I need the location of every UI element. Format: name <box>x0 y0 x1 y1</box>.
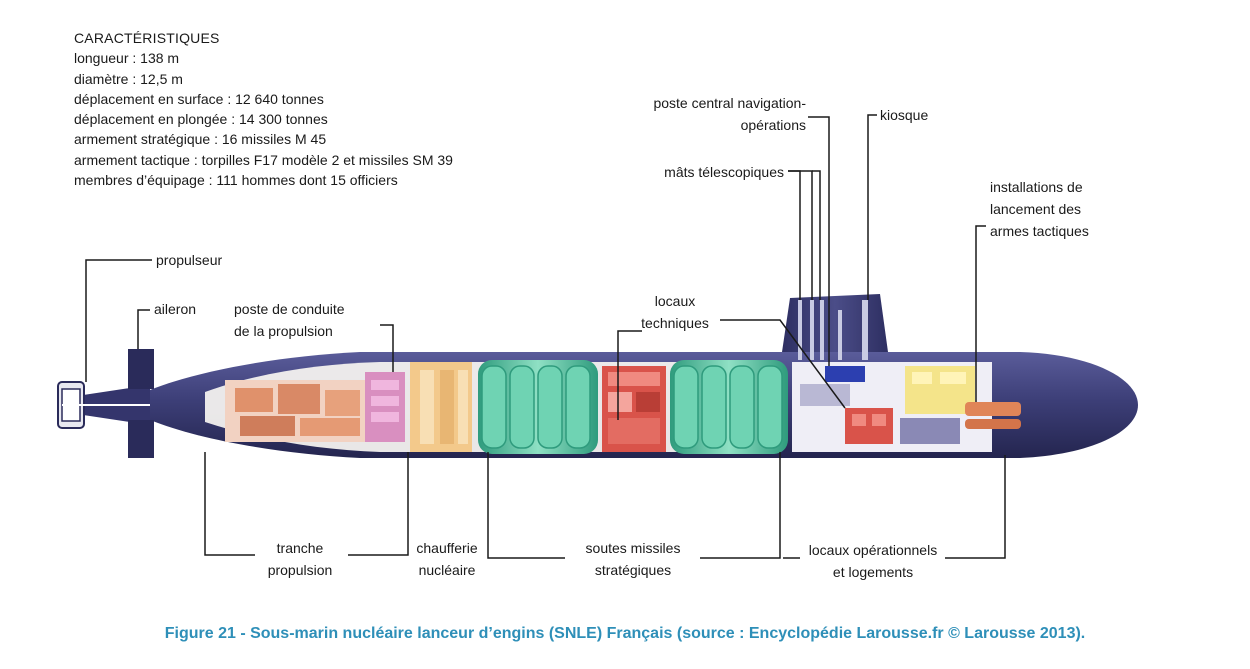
operational-spaces-forward <box>792 362 1021 452</box>
spec-surface-displacement: déplacement en surface : 12 640 tonnes <box>74 90 324 107</box>
spec-length: longueur : 138 m <box>74 50 180 67</box>
stern-fins <box>128 349 154 458</box>
spec-strategic-armament: armement stratégique : 16 missiles M 45 <box>74 131 327 148</box>
technical-compartment-center <box>602 366 666 452</box>
label-chaufferie-nucleaire: chaufferie nucléaire <box>416 540 478 578</box>
spec-tactical-armament: armement tactique : torpilles F17 modèle… <box>74 151 453 168</box>
label-locaux-operationnels: locaux opérationnels et logements <box>808 542 938 580</box>
label-poste-central: poste central navigation- opérations <box>653 95 806 133</box>
spec-crew: membres d’équipage : 111 hommes dont 15 … <box>74 172 398 189</box>
missile-tubes-aft <box>478 360 598 454</box>
engine-room-section <box>225 372 405 442</box>
label-poste-conduite: poste de conduite de la propulsion <box>234 301 345 339</box>
specifications-block: CARACTÉRISTIQUES longueur : 138 m diamèt… <box>74 28 453 190</box>
spec-submerged-displacement: déplacement en plongée : 14 300 tonnes <box>74 111 328 128</box>
specifications-title: CARACTÉRISTIQUES <box>74 30 220 46</box>
label-kiosque: kiosque <box>880 107 929 123</box>
label-soutes-missiles: soutes missiles stratégiques <box>585 540 681 578</box>
spec-diameter: diamètre : 12,5 m <box>74 70 183 87</box>
label-tranche-propulsion: tranche propulsion <box>267 540 333 578</box>
label-aileron: aileron <box>154 301 197 317</box>
sail-kiosk <box>782 294 888 360</box>
label-mats-telescopiques: mâts télescopiques <box>664 164 784 180</box>
label-installations-lancement: installations de lancement des armes tac… <box>990 179 1089 239</box>
figure-caption: Figure 21 - Sous-marin nucléaire lanceur… <box>164 625 1086 642</box>
nuclear-reactor-section <box>410 362 472 452</box>
label-propulseur: propulseur <box>156 252 223 268</box>
missile-tubes-forward <box>670 360 788 454</box>
label-locaux-techniques: locaux techniques <box>641 293 709 331</box>
leader-lines <box>85 114 1006 559</box>
propeller-pump-jet <box>57 381 150 429</box>
